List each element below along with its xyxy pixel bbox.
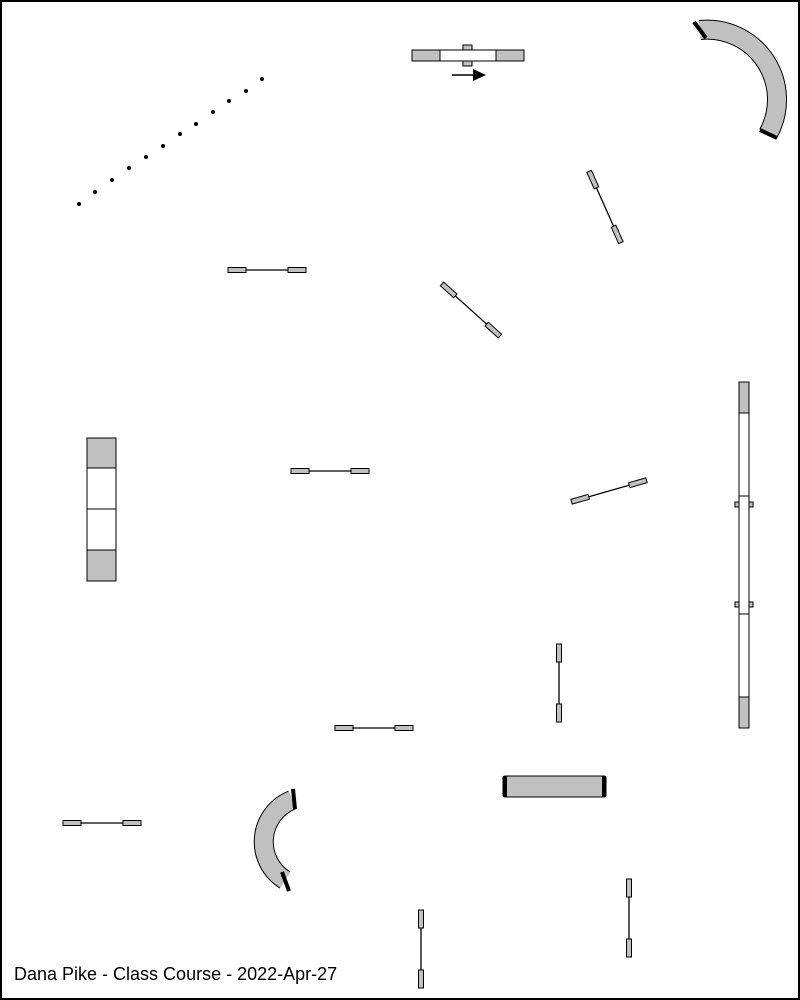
jump-7 xyxy=(334,725,414,731)
jump-3 xyxy=(586,169,624,245)
direction-arrow-icon xyxy=(452,69,486,81)
table xyxy=(86,437,117,582)
course-caption: Dana Pike - Class Course - 2022-Apr-27 xyxy=(14,964,338,984)
jump-5 xyxy=(570,477,648,505)
jump-9 xyxy=(626,878,632,958)
jump-2 xyxy=(439,281,503,339)
tunnel-curved-bottom-left xyxy=(253,788,297,892)
jump-6 xyxy=(556,643,562,723)
jump-8 xyxy=(62,820,142,826)
teeter xyxy=(411,44,525,67)
jump-1 xyxy=(227,267,307,273)
weave-poles xyxy=(77,77,264,206)
jump-4 xyxy=(290,468,370,474)
tunnel-straight xyxy=(502,775,607,798)
jump-10 xyxy=(418,909,424,989)
dogwalk xyxy=(734,381,754,729)
tunnel-curved-top-right xyxy=(692,19,787,140)
